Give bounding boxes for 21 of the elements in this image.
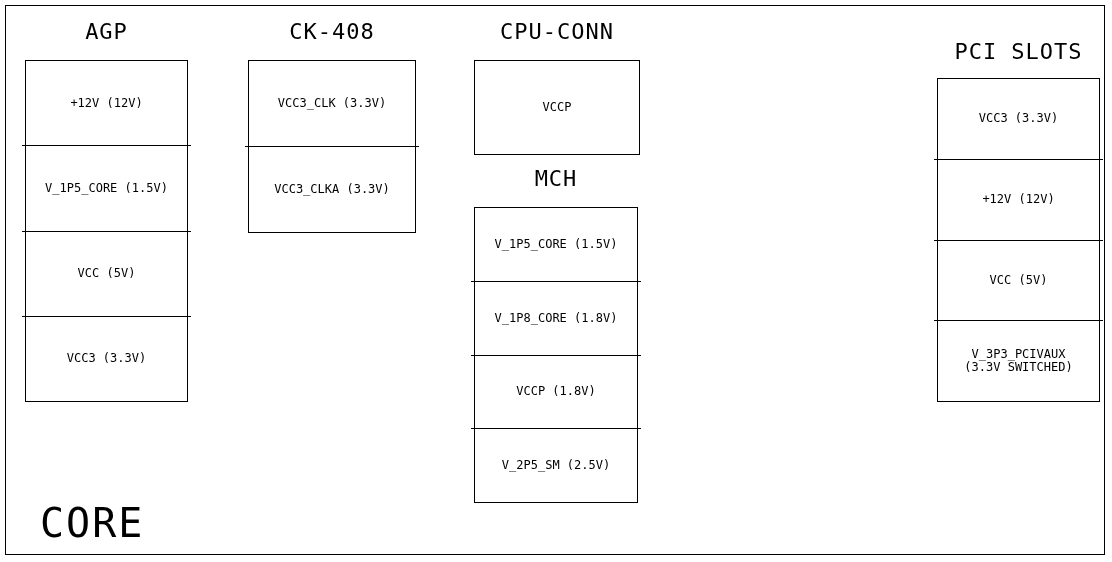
block-title: CPU-CONN <box>500 19 614 44</box>
voltage-label: +12V (12V) <box>982 193 1055 207</box>
voltage-label: +12V (12V) <box>70 96 143 110</box>
voltage-label: V_3P3_PCIVAUX (3.3V SWITCHED) <box>963 347 1074 375</box>
voltage-label: VCCP (1.8V) <box>516 385 596 399</box>
voltage-label: V_2P5_SM (2.5V) <box>501 459 611 473</box>
voltage-label: VCCP <box>542 100 572 115</box>
section-label: CORE <box>40 500 145 546</box>
block-title: MCH <box>534 166 578 191</box>
voltage-label: VCC (5V) <box>989 273 1048 287</box>
block-title: AGP <box>85 19 128 44</box>
voltage-label: VCC (5V) <box>77 267 136 281</box>
voltage-label: V_1P5_CORE (1.5V) <box>45 181 168 195</box>
voltage-label: VCC3 (3.3V) <box>978 112 1059 126</box>
block-title: PCI SLOTS <box>954 39 1083 64</box>
voltage-label: VCC3_CLKA (3.3V) <box>274 182 390 197</box>
voltage-label: V_1P5_CORE (1.5V) <box>494 237 618 251</box>
voltage-label: VCC3_CLK (3.3V) <box>277 96 387 111</box>
block-title: CK-408 <box>289 19 375 44</box>
voltage-label: VCC3 (3.3V) <box>66 352 147 366</box>
voltage-label: V_1P8_CORE (1.8V) <box>494 311 618 325</box>
